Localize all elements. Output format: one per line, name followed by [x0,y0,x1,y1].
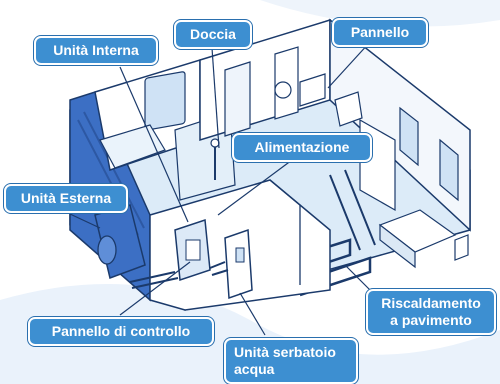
water-tank-body [224,228,253,300]
bathtub [99,124,166,169]
water-tank-panel [235,247,245,263]
chair [334,91,363,127]
bathroom-mirror [144,71,186,131]
shower-head [210,138,220,148]
bedroom-window-1 [439,138,459,202]
label-water-tank: Unità serbatoio acqua [224,338,358,384]
label-floor-heating: Riscaldamento a pavimento [366,289,496,335]
background-swoosh-top [260,0,500,27]
nightstand [454,234,469,261]
refrigerant-pipes [129,261,229,289]
label-control-panel: Pannello di controllo [28,317,214,346]
bed-frame [379,223,416,269]
outdoor-unit-fan [97,235,117,265]
label-shower: Doccia [174,20,252,49]
label-internal-unit: Unità Interna [34,36,158,65]
label-panel: Pannello [332,18,428,47]
plant [274,81,292,99]
indoor-unit-display [185,239,201,261]
label-floor-heating-line1: Riscaldamento [381,295,481,311]
label-external-unit: Unità Esterna [4,184,128,213]
floor-heating-pipes-2 [329,169,376,251]
bedroom-window-2 [399,106,419,167]
front-wall-divider [269,179,301,285]
label-power-supply: Alimentazione [232,133,372,162]
label-floor-heating-line2: a pavimento [390,312,472,328]
background-swoosh [0,284,500,384]
label-water-tank-line2: acqua [234,361,275,377]
label-water-tank-line1: Unità serbatoio [234,344,336,360]
doorway [224,61,251,137]
panel-radiator [299,73,326,107]
